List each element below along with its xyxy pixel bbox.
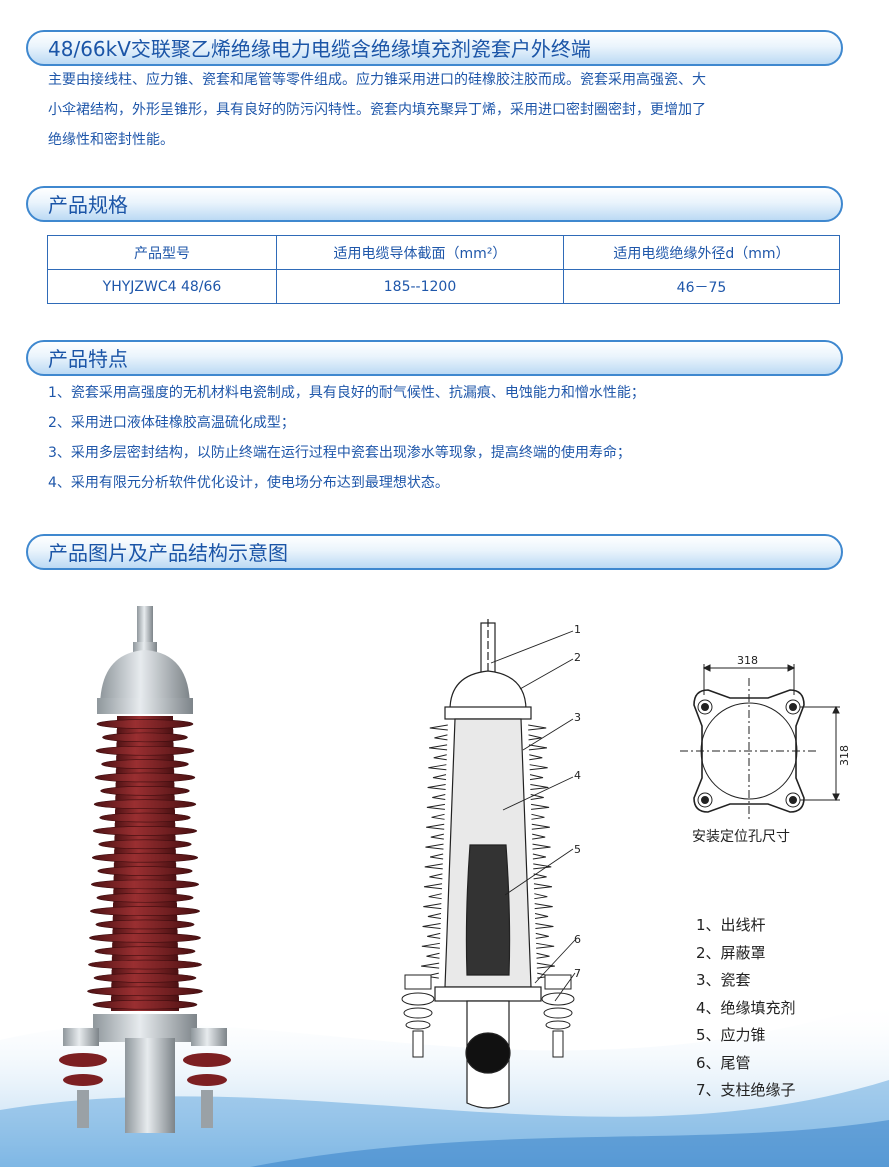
diagram-label: 7	[574, 967, 581, 980]
intro-line: 小伞裙结构，外形呈锥形，具有良好的防污闪特性。瓷套内填充聚异丁烯，采用进口密封圈…	[48, 102, 706, 118]
spec-table: 产品型号 适用电缆导体截面（mm²） 适用电缆绝缘外径d（mm） YHYJZWC…	[47, 235, 840, 304]
product-photo	[59, 606, 231, 1133]
legend-item: 2、屏蔽罩	[696, 943, 766, 962]
table-cell: 185--1200	[276, 269, 564, 304]
intro-paragraph: 主要由接线柱、应力锥、瓷套和尾管等零件组成。应力锥采用进口的硅橡胶注胶而成。瓷套…	[48, 65, 838, 155]
table-header-cell: 适用电缆导体截面（mm²）	[276, 235, 564, 270]
intro-line: 主要由接线柱、应力锥、瓷套和尾管等零件组成。应力锥采用进口的硅橡胶注胶而成。瓷套…	[48, 72, 706, 88]
table-header-cell: 产品型号	[47, 235, 277, 270]
legend-item: 5、应力锥	[696, 1026, 766, 1044]
list-item: 2、采用进口液体硅橡胶高温硫化成型；	[48, 415, 295, 431]
dimension-horizontal: 318	[737, 654, 758, 667]
table-row: YHYJZWC4 48/66 185--1200 46－75	[47, 269, 840, 304]
section-title: 产品特点	[48, 347, 128, 371]
table-cell: 46－75	[563, 269, 840, 304]
list-item: 3、采用多层密封结构，以防止终端在运行过程中瓷套出现渗水等现象，提高终端的使用寿…	[48, 445, 631, 461]
legend-item: 6、尾管	[696, 1053, 751, 1072]
parts-legend: 1、出线杆 2、屏蔽罩 3、瓷套 4、绝缘填充剂 5、应力锥 6、尾管 7、支柱…	[696, 912, 796, 1105]
intro-line: 绝缘性和密封性能。	[48, 132, 174, 148]
section-header-features: 产品特点	[26, 340, 843, 376]
page-title: 48/66kV交联聚乙烯绝缘电力电缆含绝缘填充剂瓷套户外终端	[48, 37, 591, 61]
structure-diagram: 1 2 3 4 5 6 7	[401, 619, 581, 1109]
diagram-label: 6	[574, 933, 581, 946]
mounting-caption: 安装定位孔尺寸	[692, 829, 790, 845]
section-header-spec: 产品规格	[26, 186, 843, 222]
list-item: 4、采用有限元分析软件优化设计，使电场分布达到最理想状态。	[48, 475, 449, 491]
dimension-vertical: 318	[838, 745, 851, 766]
legend-item: 3、瓷套	[696, 971, 751, 989]
feature-list: 1、瓷套采用高强度的无机材料电瓷制成，具有良好的耐气候性、抗漏痕、电蚀能力和憎水…	[48, 378, 848, 498]
diagram-label: 2	[574, 651, 581, 664]
diagram-label: 5	[574, 843, 581, 856]
mounting-hole-drawing: 318 318	[680, 654, 851, 822]
diagram-label: 1	[574, 623, 581, 636]
legend-item: 1、出线杆	[696, 916, 766, 934]
legend-item: 7、支柱绝缘子	[696, 1081, 796, 1099]
table-header-row: 产品型号 适用电缆导体截面（mm²） 适用电缆绝缘外径d（mm）	[47, 235, 840, 270]
diagram-label: 4	[574, 769, 581, 782]
section-header-images: 产品图片及产品结构示意图	[26, 534, 843, 570]
section-title: 产品图片及产品结构示意图	[48, 541, 288, 565]
legend-item: 4、绝缘填充剂	[696, 998, 796, 1017]
table-header-cell: 适用电缆绝缘外径d（mm）	[563, 235, 840, 270]
section-header-product-title: 48/66kV交联聚乙烯绝缘电力电缆含绝缘填充剂瓷套户外终端	[26, 30, 843, 66]
diagram-label: 3	[574, 711, 581, 724]
section-title: 产品规格	[48, 193, 128, 217]
table-cell: YHYJZWC4 48/66	[47, 269, 277, 304]
list-item: 1、瓷套采用高强度的无机材料电瓷制成，具有良好的耐气候性、抗漏痕、电蚀能力和憎水…	[48, 385, 645, 401]
